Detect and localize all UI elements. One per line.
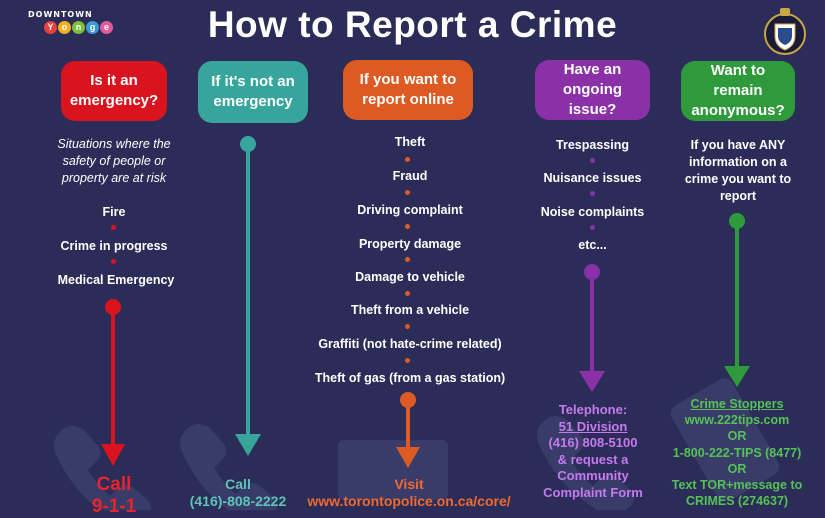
- emergency-action-line: Call: [96, 474, 132, 495]
- mobile-icon: [670, 378, 780, 502]
- list-item: Theft of gas (from a gas station): [314, 371, 506, 385]
- list-item: Driving complaint: [357, 203, 463, 217]
- heading-anonymous: Want to remain anonymous?: [681, 61, 795, 121]
- list-item: Fire: [102, 205, 126, 219]
- laptop-icon: [338, 440, 448, 500]
- or-separator: OR: [727, 429, 747, 444]
- list-bullet: [405, 257, 410, 262]
- list-bullet: [405, 291, 410, 296]
- page-title: How to Report a Crime: [207, 4, 618, 45]
- arrow-down-icon: [101, 444, 125, 466]
- emergency-description: Situations where the safety of people or…: [57, 137, 171, 185]
- list-item: Medical Emergency: [57, 273, 175, 287]
- arrow-down-icon: [724, 366, 750, 387]
- logo-letter: Y: [44, 21, 57, 34]
- anonymous-action: Crime Stoppers www.222tips.com OR 1-800-…: [654, 396, 820, 509]
- crime-stoppers-link[interactable]: Crime Stoppers: [690, 397, 784, 411]
- heading-online: If you want to report online: [343, 60, 473, 120]
- list-bullet: [590, 191, 595, 196]
- arrow-down-icon: [396, 447, 420, 468]
- ongoing-action-line: Community: [557, 468, 629, 483]
- list-item: etc...: [578, 238, 607, 252]
- list-item: Theft from a vehicle: [350, 303, 470, 317]
- phone-icon: [54, 426, 151, 510]
- tips-phone-number[interactable]: 1-800-222-TIPS (8477): [672, 445, 802, 460]
- ongoing-phone-number[interactable]: (416) 808-5100: [548, 435, 638, 450]
- online-report-link[interactable]: www.torontopolice.on.ca/core/: [307, 493, 511, 509]
- logo-letter: o: [58, 21, 71, 34]
- list-bullet: [405, 157, 410, 162]
- emergency-action: Call 9-1-1: [64, 474, 164, 518]
- list-item: Damage to vehicle: [355, 270, 465, 284]
- logo-letters: Y o n g e: [44, 21, 113, 34]
- list-item: Theft: [394, 135, 426, 149]
- downtown-yonge-logo: DOWNTOWN Y o n g e: [28, 10, 113, 34]
- list-bullet: [590, 225, 595, 230]
- division-link[interactable]: 51 Division: [558, 418, 628, 434]
- ongoing-action-line: Complaint Form: [543, 484, 643, 500]
- tips-website[interactable]: www.222tips.com: [684, 413, 790, 428]
- list-item: Noise complaints: [540, 205, 645, 219]
- list-bullet: [111, 259, 116, 264]
- logo-text: DOWNTOWN: [28, 10, 93, 19]
- police-crest-icon: [764, 8, 806, 55]
- list-item: Crime in progress: [60, 239, 168, 253]
- emergency-number[interactable]: 9-1-1: [91, 496, 137, 517]
- ongoing-action-line: Telephone:: [558, 402, 628, 417]
- ongoing-action: Telephone: 51 Division (416) 808-5100 & …: [528, 402, 658, 501]
- list-bullet: [405, 358, 410, 363]
- arrow-down-icon: [235, 434, 261, 456]
- text-instruction: Text TOR+message to: [671, 478, 803, 493]
- online-action: Visit www.torontopolice.on.ca/core/: [298, 476, 520, 510]
- anonymous-description: If you have ANY information on a crime y…: [684, 138, 792, 203]
- list-item: Nuisance issues: [543, 171, 642, 185]
- arrow-down-icon: [579, 371, 605, 392]
- logo-letter: e: [100, 21, 113, 34]
- heading-non-emergency: If it's not an emergency: [198, 61, 308, 123]
- list-item: Property damage: [358, 237, 462, 251]
- phone-icon: [180, 424, 277, 510]
- ongoing-action-line: & request a: [557, 451, 629, 467]
- non-emergency-action-line: Call: [225, 476, 251, 492]
- list-bullet: [405, 224, 410, 229]
- non-emergency-number[interactable]: (416)-808-2222: [189, 493, 287, 509]
- heading-emergency: Is it an emergency?: [61, 61, 167, 121]
- logo-letter: n: [72, 21, 85, 34]
- list-bullet: [405, 190, 410, 195]
- online-action-line: Visit: [394, 476, 424, 492]
- heading-ongoing: Have an ongoing issue?: [535, 60, 650, 120]
- list-bullet: [111, 225, 116, 230]
- list-item: Fraud: [392, 169, 428, 183]
- logo-letter: g: [86, 21, 99, 34]
- list-bullet: [405, 324, 410, 329]
- non-emergency-action: Call (416)-808-2222: [172, 476, 304, 510]
- list-item: Graffiti (not hate-crime related): [318, 337, 502, 351]
- text-number[interactable]: CRIMES (274637): [685, 494, 789, 509]
- list-bullet: [590, 158, 595, 163]
- or-separator: OR: [727, 461, 747, 476]
- list-item: Trespassing: [556, 138, 629, 152]
- phone-icon: [537, 416, 634, 510]
